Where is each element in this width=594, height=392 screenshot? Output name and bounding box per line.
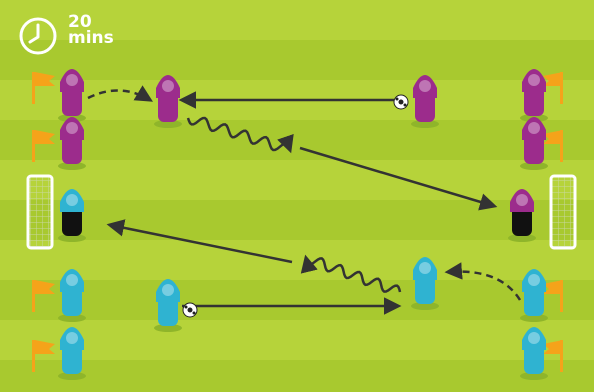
player-body: [62, 286, 82, 316]
run-arrow: [299, 146, 498, 211]
timer-unit: mins: [68, 28, 114, 48]
player-head: [64, 330, 80, 346]
player-body: [62, 344, 82, 374]
timer-label: 20 mins: [68, 12, 114, 48]
run-arrow: [106, 219, 293, 264]
player-head: [64, 72, 80, 88]
player-head: [514, 192, 530, 208]
player: [58, 117, 86, 170]
pitch-stripe: [0, 280, 594, 320]
player-shadow: [58, 234, 86, 242]
player-body: [62, 86, 82, 116]
pitch-stripe: [0, 160, 594, 200]
player-head: [64, 272, 80, 288]
corner-flag: [543, 340, 563, 372]
goal-left: [26, 174, 54, 250]
player-head: [526, 120, 542, 136]
corner-flag: [32, 72, 55, 104]
player-body: [62, 206, 82, 236]
player: [520, 69, 548, 122]
players: [58, 69, 548, 380]
player-body: [512, 206, 532, 236]
player-body: [158, 92, 178, 122]
corner-flag: [32, 130, 55, 162]
goalkeeper: [508, 189, 536, 242]
player-head: [417, 260, 433, 276]
player-shadow: [411, 120, 439, 128]
pitch-stripe: [0, 360, 594, 392]
clock-icon: [19, 17, 57, 55]
player-head: [160, 282, 176, 298]
player: [520, 327, 548, 380]
goalkeeper: [58, 189, 86, 242]
pitch-stripe: [0, 320, 594, 360]
dribble-arrow: [300, 254, 402, 293]
player-head: [160, 78, 176, 94]
pitch-stripe: [0, 240, 594, 280]
player-shadow: [520, 372, 548, 380]
player-shadow: [508, 234, 536, 242]
player-shadow: [58, 314, 86, 322]
player-body: [524, 86, 544, 116]
player: [154, 279, 198, 332]
pass-arrow: [87, 85, 154, 102]
goals: [26, 174, 577, 250]
player-shadow: [520, 314, 548, 322]
corner-flag: [543, 280, 563, 312]
pitch-stripe: [0, 120, 594, 160]
player-head: [526, 72, 542, 88]
player-shadow: [411, 302, 439, 310]
pitch-stripe: [0, 40, 594, 80]
player-head: [526, 272, 542, 288]
corner-flag: [543, 130, 563, 162]
player-head: [417, 78, 433, 94]
player: [520, 117, 548, 170]
player-shadow: [58, 372, 86, 380]
player-head: [64, 192, 80, 208]
player: [58, 269, 86, 322]
pitch-stripe: [0, 0, 594, 40]
player-body: [524, 134, 544, 164]
football-icon: [393, 94, 409, 110]
pitch-stripe: [0, 200, 594, 240]
player: [58, 327, 86, 380]
player-head: [64, 120, 80, 136]
corner-flag: [543, 72, 563, 104]
player-body: [415, 92, 435, 122]
player-body: [524, 286, 544, 316]
pass-arrow: [444, 262, 522, 301]
timer-value: 20: [68, 12, 92, 32]
player-body: [158, 296, 178, 326]
player: [411, 257, 439, 310]
player-head: [526, 330, 542, 346]
player: [393, 75, 439, 128]
movement-arrows: [87, 85, 522, 315]
player-body: [62, 134, 82, 164]
goal-right: [549, 174, 577, 250]
player-body: [524, 344, 544, 374]
corner-flag: [32, 340, 55, 372]
dribble-arrow: [186, 116, 294, 154]
corner-flags: [32, 72, 563, 372]
football-icon: [182, 302, 198, 318]
player-shadow: [154, 120, 182, 128]
player-shadow: [154, 324, 182, 332]
player-shadow: [58, 162, 86, 170]
player: [154, 75, 182, 128]
player: [520, 269, 548, 322]
player-shadow: [520, 162, 548, 170]
corner-flag: [32, 280, 55, 312]
player-body: [415, 274, 435, 304]
